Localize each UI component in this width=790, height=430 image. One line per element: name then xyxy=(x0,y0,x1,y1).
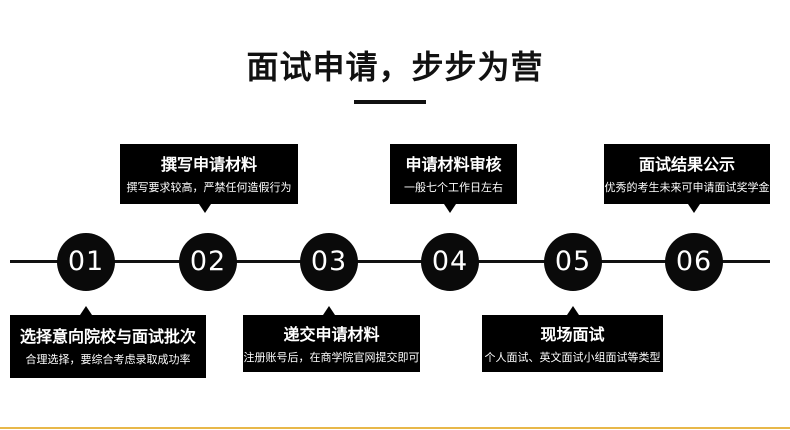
step-node-02: 02 xyxy=(179,233,237,291)
step-node-05: 05 xyxy=(544,233,602,291)
step-pointer-04 xyxy=(444,204,456,213)
bottom-accent-rule xyxy=(0,427,790,429)
step-pointer-01 xyxy=(80,306,92,315)
timeline-line xyxy=(10,260,770,263)
step-title-01: 选择意向院校与面试批次 xyxy=(19,327,196,346)
step-box-01: 选择意向院校与面试批次 合理选择，要综合考虑录取成功率 xyxy=(10,315,206,378)
step-desc-02: 撰写要求较高，严禁任何造假行为 xyxy=(126,181,292,194)
step-title-03: 递交申请材料 xyxy=(283,325,380,344)
step-desc-05: 个人面试、英文面试小组面试等类型 xyxy=(484,351,661,364)
step-desc-06: 优秀的考生未来可申请面试奖学金 xyxy=(604,181,770,194)
step-node-06: 06 xyxy=(665,233,723,291)
step-desc-01: 合理选择，要综合考虑录取成功率 xyxy=(25,353,191,366)
step-node-01: 01 xyxy=(57,233,115,291)
step-pointer-05 xyxy=(567,306,579,315)
step-box-02: 撰写申请材料 撰写要求较高，严禁任何造假行为 xyxy=(120,144,298,204)
step-title-06: 面试结果公示 xyxy=(638,155,735,174)
step-box-05: 现场面试 个人面试、英文面试小组面试等类型 xyxy=(482,315,663,372)
step-pointer-03 xyxy=(323,306,335,315)
step-node-04: 04 xyxy=(421,233,479,291)
step-box-03: 递交申请材料 注册账号后，在商学院官网提交即可 xyxy=(243,315,420,372)
step-pointer-06 xyxy=(688,204,700,213)
step-node-03: 03 xyxy=(300,233,358,291)
step-desc-04: 一般七个工作日左右 xyxy=(404,181,503,194)
step-title-04: 申请材料审核 xyxy=(405,155,502,174)
step-title-02: 撰写申请材料 xyxy=(160,155,257,174)
step-desc-03: 注册账号后，在商学院官网提交即可 xyxy=(243,351,420,364)
step-box-06: 面试结果公示 优秀的考生未来可申请面试奖学金 xyxy=(604,144,770,204)
page-title: 面试申请，步步为营 xyxy=(246,48,544,86)
step-box-04: 申请材料审核 一般七个工作日左右 xyxy=(390,144,517,204)
title-underline xyxy=(354,100,426,104)
step-pointer-02 xyxy=(199,204,211,213)
step-title-05: 现场面试 xyxy=(540,325,605,344)
